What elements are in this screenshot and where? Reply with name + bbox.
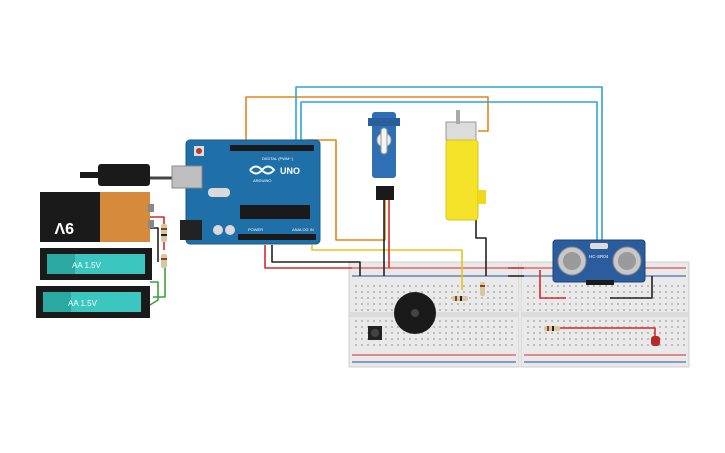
resistor-battery-2[interactable] — [161, 254, 167, 268]
wire-green-battery[interactable] — [149, 281, 159, 306]
breadboard-right[interactable] — [520, 261, 690, 368]
aa-battery-1[interactable]: AA 1.5V — [40, 248, 152, 280]
wire-red-led[interactable] — [550, 327, 656, 338]
resistor-battery[interactable] — [161, 224, 167, 242]
arduino-brand-label: ARDUINO — [253, 178, 271, 183]
wire-red-sensor[interactable] — [539, 270, 566, 299]
resistor-motor[interactable] — [480, 282, 485, 296]
aa-battery-1-label: AA 1.5V — [72, 261, 102, 270]
wire-orange-motor[interactable] — [245, 96, 489, 155]
ultrasonic-label: HC-SR04 — [589, 254, 609, 259]
dc-gear-motor[interactable] — [445, 110, 486, 221]
usb-plug[interactable] — [80, 164, 150, 186]
red-led[interactable] — [651, 336, 660, 346]
arduino-analog-label: ANALOG IN — [292, 227, 314, 232]
aa-battery-2-label: AA 1.5V — [68, 299, 98, 308]
arduino-uno-board[interactable]: UNO ARDUINO DIGITAL (PWM~) POWER ANALOG … — [171, 139, 321, 245]
wire-green-battery-2[interactable] — [153, 262, 166, 298]
servo-motor[interactable] — [368, 112, 400, 200]
wire-red-5v[interactable] — [264, 245, 352, 269]
piezo-buzzer[interactable] — [394, 292, 436, 334]
battery-9v[interactable]: 9V — [40, 192, 154, 242]
ultrasonic-sensor[interactable]: HC-SR04 — [552, 239, 646, 285]
arduino-power-label: POWER — [248, 227, 263, 232]
resistor-led[interactable] — [544, 326, 560, 331]
resistor-servo[interactable] — [452, 296, 468, 301]
wire-black-gnd[interactable] — [271, 245, 361, 276]
wire-blue-trig[interactable] — [295, 86, 603, 242]
battery-9v-label: 9V — [54, 219, 74, 236]
wire-blue-echo[interactable] — [300, 101, 598, 242]
wire-yellow-signal[interactable] — [311, 245, 463, 290]
arduino-uno-logo: UNO — [280, 166, 300, 176]
aa-battery-2[interactable]: AA 1.5V — [36, 286, 150, 318]
wire-black-sensor[interactable] — [610, 276, 653, 299]
push-button[interactable] — [368, 326, 382, 340]
arduino-digital-label: DIGITAL (PWM~) — [262, 156, 294, 161]
